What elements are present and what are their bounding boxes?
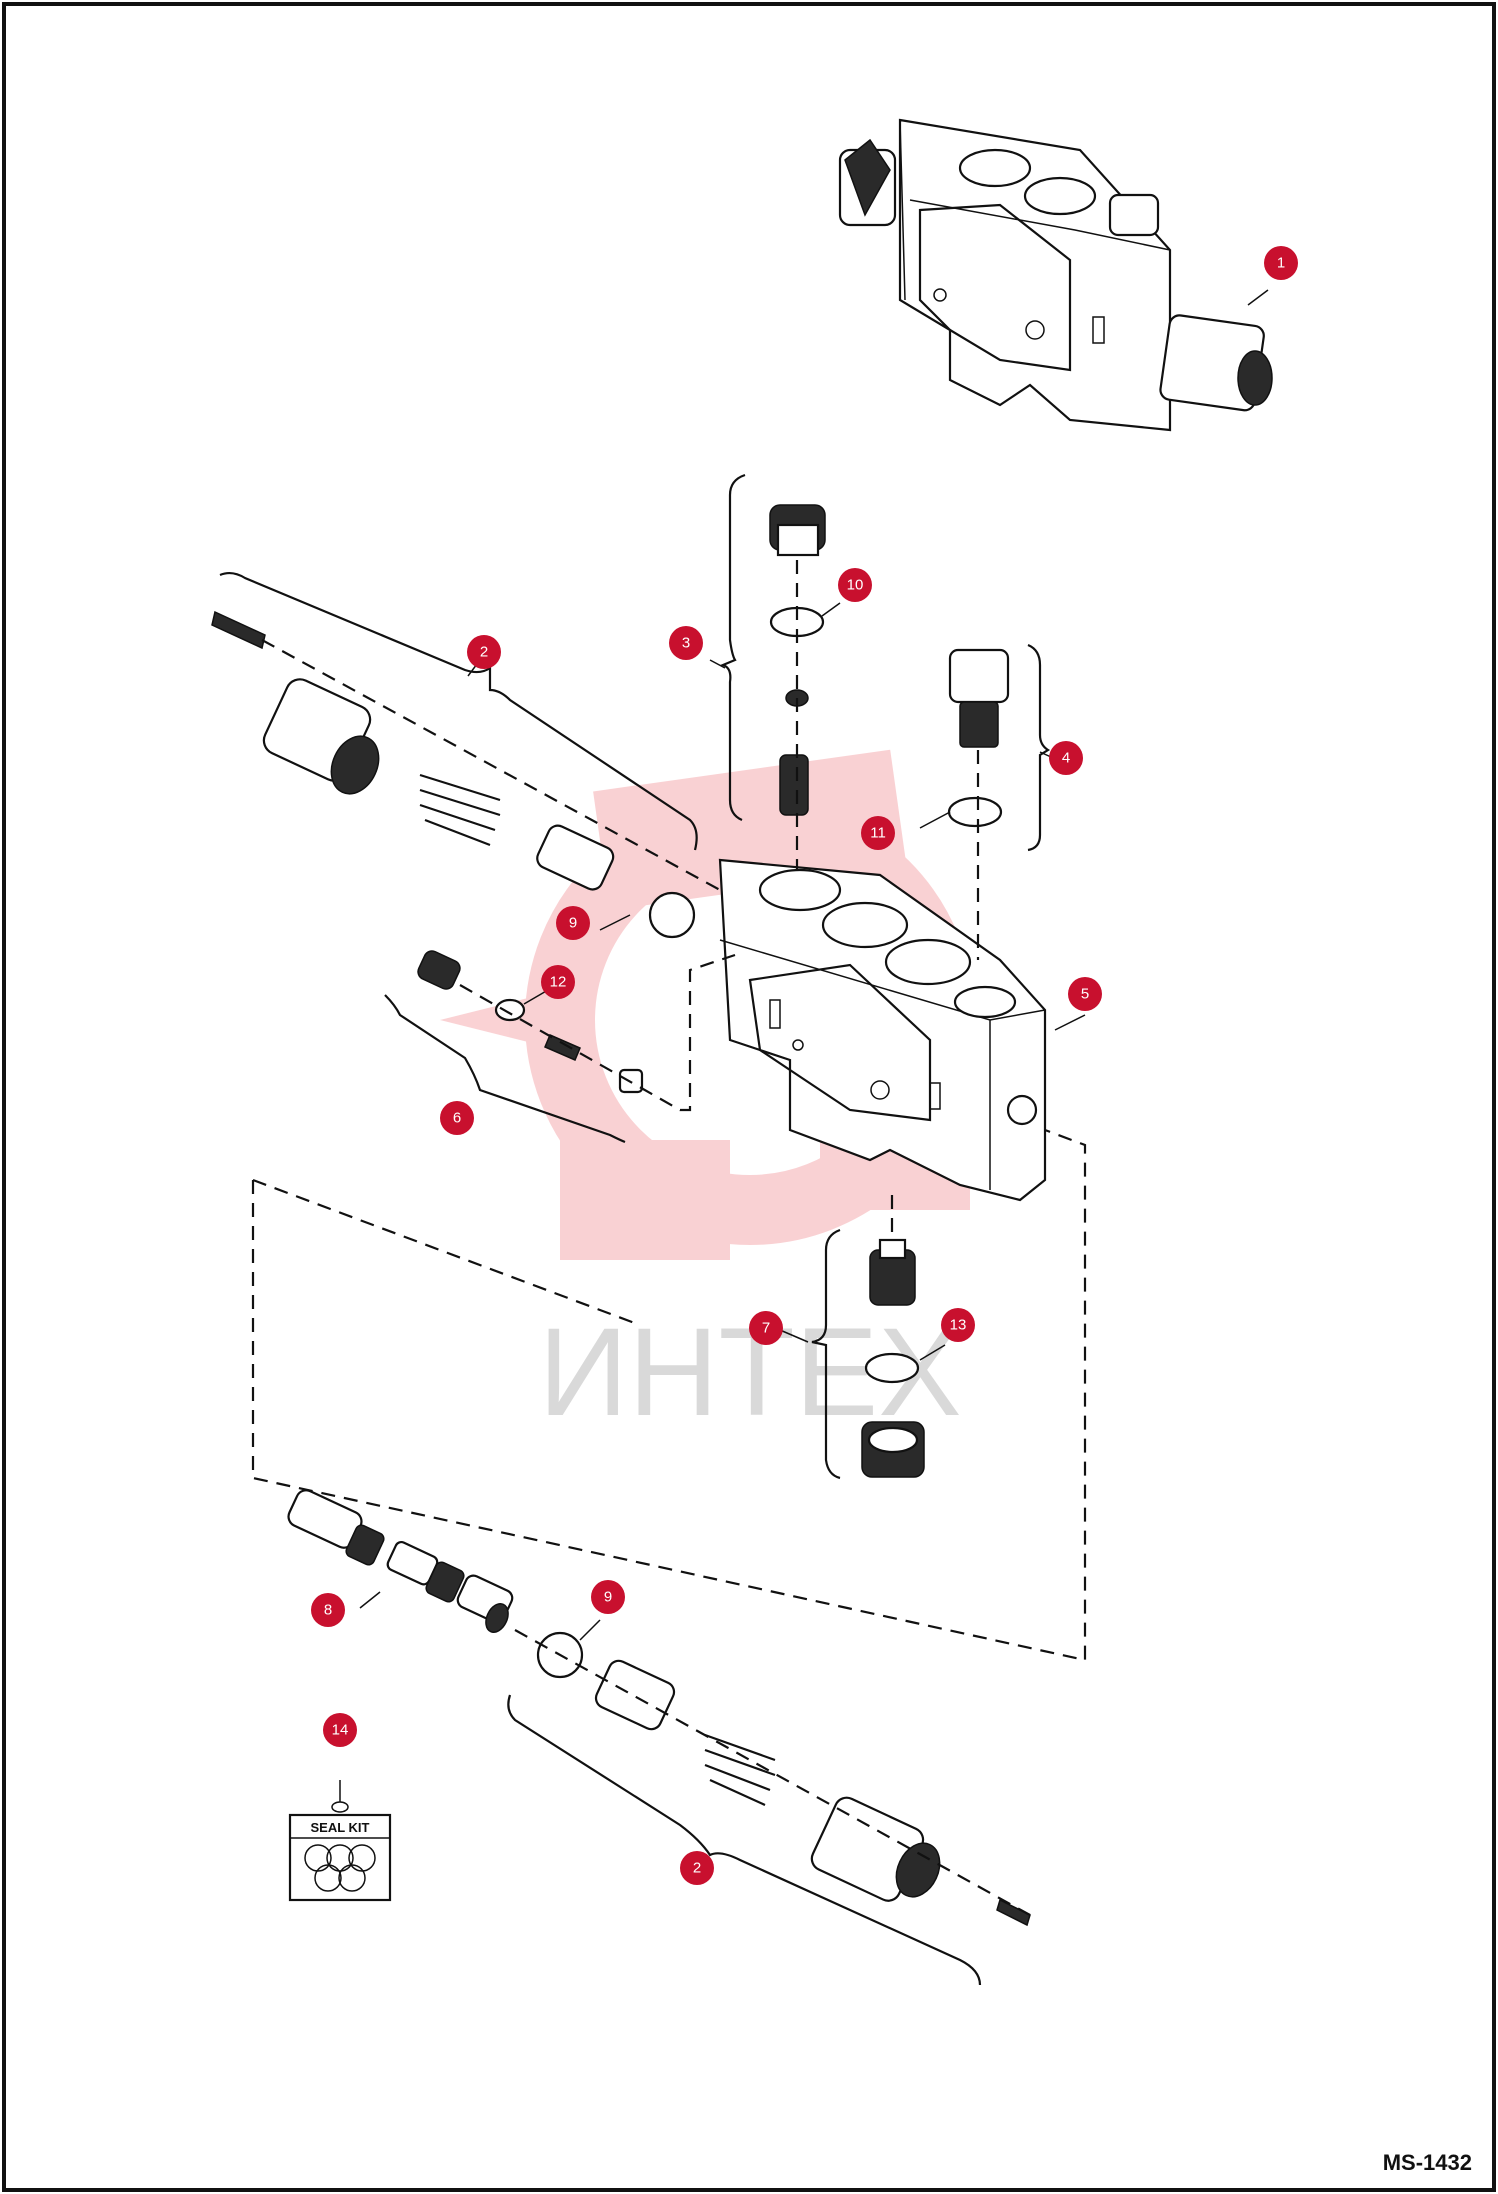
svg-text:8: 8 — [324, 1602, 332, 1619]
end-cap-group-upper — [211, 571, 721, 939]
svg-text:9: 9 — [569, 915, 577, 932]
svg-text:7: 7 — [762, 1320, 770, 1337]
callout-14: 14 — [323, 1713, 357, 1747]
callout-5: 5 — [1068, 977, 1102, 1011]
callout-10: 10 — [838, 568, 872, 602]
cartridge-group-4 — [947, 643, 1051, 960]
svg-text:3: 3 — [682, 635, 690, 652]
callout-7: 7 — [749, 1311, 783, 1345]
callout-9-lower: 9 — [591, 1580, 625, 1614]
callout-6: 6 — [440, 1101, 474, 1135]
seal-kit-label: SEAL KIT — [311, 1820, 370, 1835]
svg-text:1: 1 — [1277, 255, 1285, 272]
callout-4: 4 — [1049, 741, 1083, 775]
svg-text:14: 14 — [332, 1722, 349, 1739]
callout-12: 12 — [541, 965, 575, 999]
svg-text:11: 11 — [870, 825, 886, 842]
seal-kit: SEAL KIT — [288, 1780, 392, 1902]
svg-text:12: 12 — [550, 974, 567, 991]
callout-2-upper: 2 — [467, 635, 501, 669]
callout-2-lower: 2 — [680, 1851, 714, 1885]
drawing-code: MS-1432 — [1383, 2150, 1472, 2175]
plug-group-3 — [719, 473, 826, 870]
callout-3: 3 — [669, 626, 703, 660]
end-cap-group-lower — [507, 1629, 1031, 1986]
svg-text:5: 5 — [1081, 986, 1089, 1003]
svg-text:2: 2 — [693, 1860, 701, 1877]
svg-text:2: 2 — [480, 644, 488, 661]
check-group-6 — [384, 950, 736, 1144]
svg-text:6: 6 — [453, 1110, 461, 1127]
svg-text:4: 4 — [1062, 750, 1070, 767]
callout-9-upper: 9 — [556, 906, 590, 940]
callout-8: 8 — [311, 1593, 345, 1627]
svg-text:10: 10 — [847, 577, 864, 594]
callout-1: 1 — [1264, 246, 1298, 280]
callout-11: 11 — [861, 816, 895, 850]
valve-body — [718, 858, 1047, 1202]
spool — [287, 1489, 514, 1633]
valve-section-assembly — [838, 118, 1273, 432]
svg-text:13: 13 — [950, 1317, 967, 1334]
callout-13: 13 — [941, 1308, 975, 1342]
svg-text:9: 9 — [604, 1589, 612, 1606]
plug-group-7 — [811, 1195, 925, 1480]
